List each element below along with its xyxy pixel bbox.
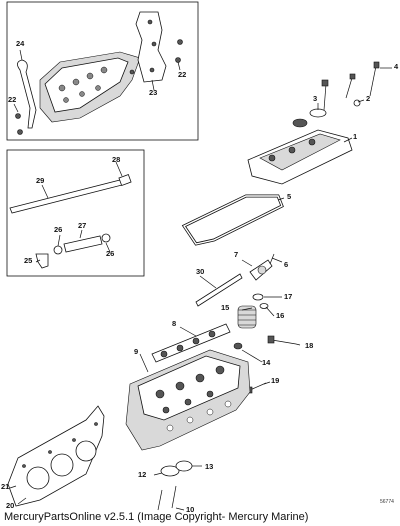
- callout-8: 8: [172, 319, 177, 328]
- rocker-arm-group: [195, 253, 275, 307]
- callout-4: 4: [394, 62, 399, 71]
- head-gasket: [7, 405, 105, 507]
- callout-6: 6: [284, 260, 289, 269]
- callout-13: 13: [205, 462, 214, 471]
- callout-5: 5: [287, 192, 292, 201]
- callout-16: 16: [276, 311, 285, 320]
- callout-22-right: 22: [178, 70, 187, 79]
- copyright-footer: MercuryPartsOnline v2.5.1 (Image Copyrig…: [4, 511, 309, 523]
- valve-spring-group: [233, 293, 269, 350]
- callout-19: 19: [271, 376, 280, 385]
- callout-30: 30: [196, 267, 205, 276]
- callout-23: 23: [149, 88, 158, 97]
- valve-cover-gasket: [181, 194, 284, 246]
- callout-2: 2: [366, 94, 371, 103]
- callout-14: 14: [262, 358, 271, 367]
- callout-1: 1: [353, 132, 358, 141]
- callout-26-right: 26: [106, 249, 115, 258]
- cylinder-head: [125, 349, 251, 451]
- callout-27: 27: [78, 221, 87, 230]
- callout-17: 17: [284, 292, 293, 301]
- inset-top-assembly: [6, 1, 199, 141]
- callout-25: 25: [24, 256, 33, 265]
- callout-26-left: 26: [54, 225, 63, 234]
- callout-29: 29: [36, 176, 45, 185]
- callout-10: 10: [186, 505, 195, 514]
- figure-id: 56774: [380, 499, 394, 505]
- callout-3: 3: [313, 94, 318, 103]
- callout-22-left: 22: [8, 95, 17, 104]
- callout-12: 12: [138, 470, 147, 479]
- callout-21: 21: [1, 482, 10, 491]
- valve-cover: [247, 129, 353, 185]
- callout-20: 20: [6, 501, 15, 510]
- callout-18: 18: [305, 341, 314, 350]
- callout-24: 24: [16, 39, 25, 48]
- inset-hose-assembly: [6, 149, 145, 277]
- callout-9: 9: [134, 347, 139, 356]
- leader-lines: [9, 49, 392, 511]
- callout-15: 15: [221, 303, 230, 312]
- oil-cap-and-bolts: [292, 61, 380, 128]
- lifter-guide: [151, 323, 231, 363]
- callout-28: 28: [112, 155, 121, 164]
- callout-7: 7: [234, 250, 239, 259]
